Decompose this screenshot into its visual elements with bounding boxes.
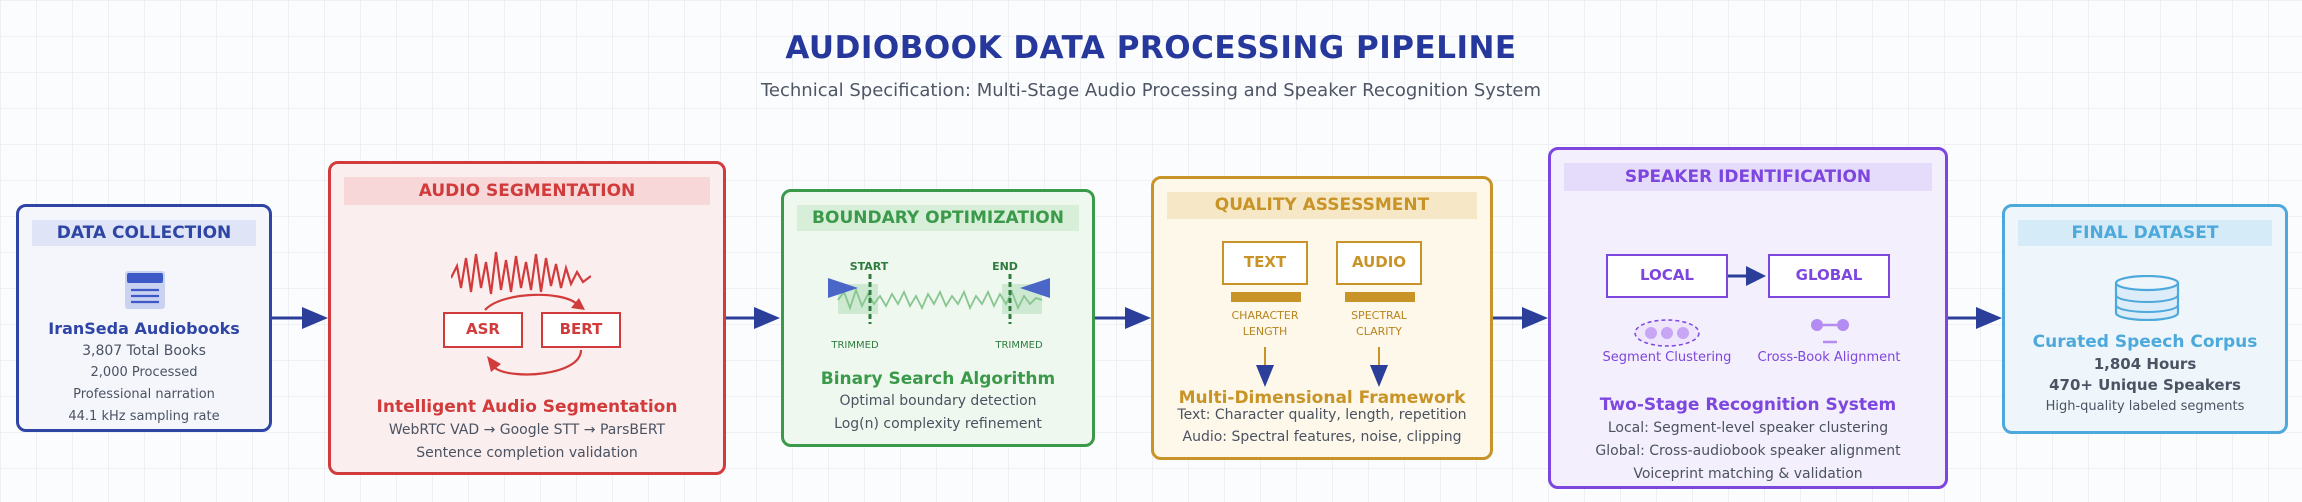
- trimmed-right-label: TRIMMED: [995, 340, 1043, 351]
- page-title: AUDIOBOOK DATA PROCESSING PIPELINE: [785, 30, 1517, 66]
- cross-book-alignment-icon: [1811, 319, 1849, 344]
- global-label: GLOBAL: [1795, 266, 1863, 284]
- page-subtitle: Technical Specification: Multi-Stage Aud…: [760, 80, 1542, 101]
- boundary-optimization-line: Log(n) complexity refinement: [834, 416, 1042, 432]
- boundary-optimization-stage: BOUNDARY OPTIMIZATION START END TRIMMED …: [781, 189, 1095, 447]
- end-label: END: [992, 260, 1018, 273]
- text-score-bar: [1231, 292, 1301, 302]
- flow-arrow: [726, 307, 780, 329]
- speaker-identification-stage: SPEAKER IDENTIFICATION LOCAL GLOBAL Segm…: [1548, 147, 1948, 489]
- audio-down-arrow: [1370, 347, 1388, 387]
- data-collection-line: 44.1 kHz sampling rate: [68, 409, 220, 424]
- asr-box: ASR: [443, 312, 523, 348]
- audio-waveform-icon: [451, 251, 591, 295]
- final-dataset-stage: FINAL DATASET Curated Speech Corpus 1,80…: [2002, 204, 2288, 434]
- final-dataset-speakers: 470+ Unique Speakers: [2049, 376, 2241, 394]
- audio-caption: SPECTRAL: [1351, 309, 1407, 322]
- final-dataset-line: High-quality labeled segments: [2045, 399, 2245, 414]
- flow-arrow: [1948, 307, 2002, 329]
- flow-arrow: [1493, 307, 1548, 329]
- speaker-identification-line: Global: Cross-audiobook speaker alignmen…: [1595, 443, 1901, 459]
- text-down-arrow: [1256, 347, 1274, 387]
- audio-box-label: AUDIO: [1351, 253, 1407, 271]
- quality-assessment-line: Text: Character quality, length, repetit…: [1177, 407, 1467, 423]
- boundary-waveform: [828, 274, 1050, 324]
- data-collection-line: 2,000 Processed: [90, 365, 198, 380]
- text-box-label: TEXT: [1243, 253, 1287, 271]
- database-icon: [2114, 275, 2180, 321]
- speaker-identification-title: Two-Stage Recognition System: [1599, 395, 1897, 415]
- speaker-identification-line: Voiceprint matching & validation: [1633, 466, 1863, 482]
- text-box: TEXT: [1222, 241, 1308, 285]
- flow-arrow: [1095, 307, 1151, 329]
- flow-arrow: [272, 307, 328, 329]
- quality-assessment-stage: QUALITY ASSESSMENT TEXT AUDIO CHARACTER …: [1151, 176, 1493, 460]
- audio-segmentation-stage: AUDIO SEGMENTATION ASR BERT Intelligent …: [328, 161, 726, 475]
- audio-segmentation-line: WebRTC VAD → Google STT → ParsBERT: [388, 422, 666, 438]
- local-to-global-arrow: [1728, 266, 1766, 286]
- audio-score-bar: [1345, 292, 1415, 302]
- bert-label: BERT: [559, 320, 603, 338]
- speaker-cluster-icon: [1634, 319, 1700, 347]
- data-collection-stage: DATA COLLECTION IranSeda Audiobooks 3,80…: [16, 204, 272, 432]
- global-box: GLOBAL: [1768, 254, 1890, 298]
- feedback-loop-arrows: [484, 293, 585, 376]
- text-caption: CHARACTER: [1231, 309, 1299, 322]
- boundary-optimization-title: Binary Search Algorithm: [820, 369, 1056, 389]
- final-dataset-title: Curated Speech Corpus: [2032, 332, 2258, 352]
- text-caption: LENGTH: [1242, 325, 1288, 338]
- data-collection-line: 3,807 Total Books: [82, 343, 206, 359]
- local-label: LOCAL: [1640, 266, 1694, 284]
- audio-caption: CLARITY: [1356, 325, 1402, 338]
- local-box: LOCAL: [1606, 254, 1728, 298]
- trimmed-left-label: TRIMMED: [831, 340, 879, 351]
- speaker-identification-line: Local: Segment-level speaker clustering: [1607, 420, 1889, 436]
- data-collection-line: Professional narration: [73, 387, 215, 402]
- audio-segmentation-line: Sentence completion validation: [416, 445, 638, 461]
- data-collection-header: DATA COLLECTION: [32, 220, 256, 246]
- audio-segmentation-header: AUDIO SEGMENTATION: [344, 177, 710, 205]
- data-collection-title: IranSeda Audiobooks: [48, 319, 240, 338]
- audio-box: AUDIO: [1336, 241, 1422, 285]
- final-dataset-hours: 1,804 Hours: [2093, 355, 2197, 373]
- boundary-optimization-line: Optimal boundary detection: [839, 393, 1037, 409]
- bert-box: BERT: [541, 312, 621, 348]
- local-caption: Segment Clustering: [1602, 350, 1732, 365]
- quality-assessment-header: QUALITY ASSESSMENT: [1167, 192, 1477, 219]
- global-caption: Cross-Book Alignment: [1757, 350, 1901, 365]
- speaker-identification-header: SPEAKER IDENTIFICATION: [1564, 163, 1932, 191]
- start-label: START: [849, 260, 889, 273]
- boundary-optimization-header: BOUNDARY OPTIMIZATION: [797, 205, 1079, 231]
- quality-assessment-title: Multi-Dimensional Framework: [1178, 388, 1466, 408]
- document-stack-icon: [125, 271, 165, 309]
- asr-label: ASR: [466, 320, 500, 338]
- final-dataset-header: FINAL DATASET: [2018, 220, 2272, 246]
- audio-segmentation-title: Intelligent Audio Segmentation: [376, 397, 678, 417]
- quality-assessment-line: Audio: Spectral features, noise, clippin…: [1182, 429, 1462, 445]
